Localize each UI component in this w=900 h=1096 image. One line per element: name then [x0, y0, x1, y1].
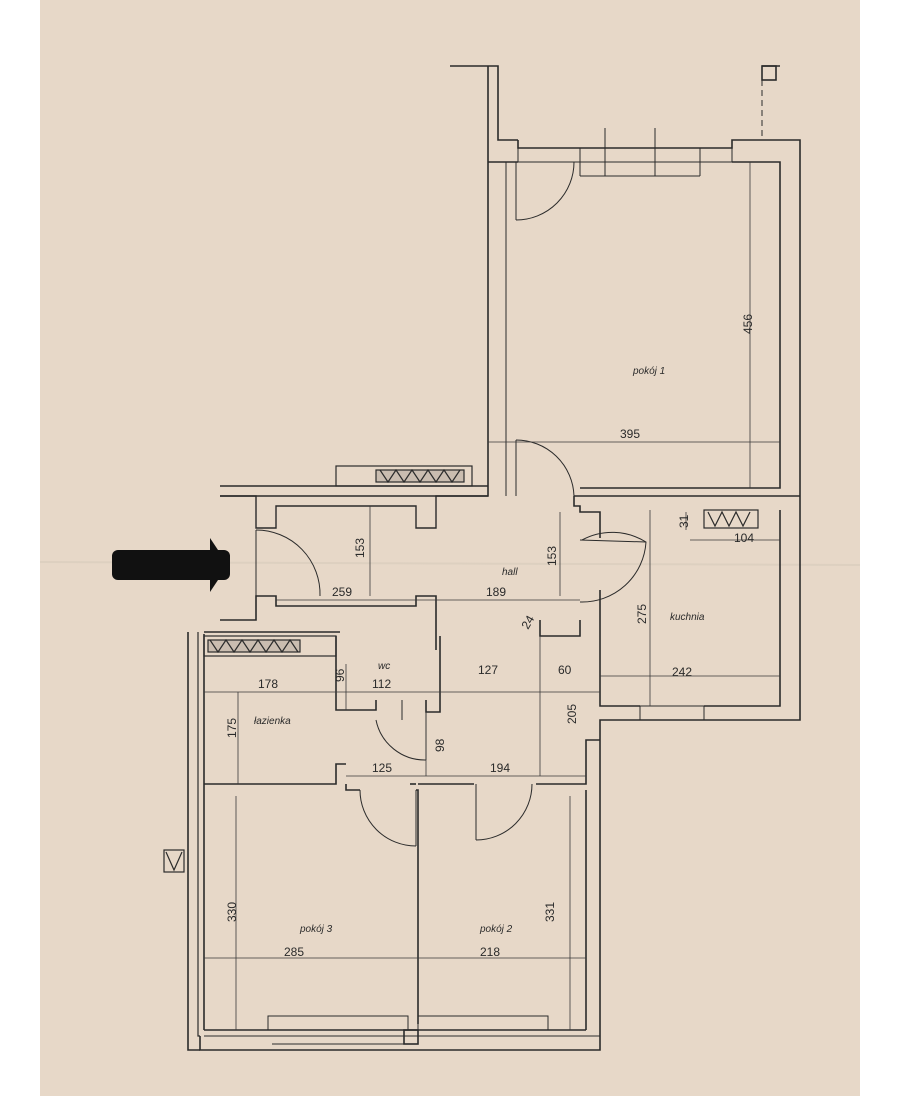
dim-205: 205: [565, 704, 579, 724]
dim-275: 275: [635, 604, 649, 624]
floor-plan-sheet: pokój 1 hall kuchnia wc łazienka pokój 3…: [40, 0, 860, 1096]
room-label-hall: hall: [502, 567, 518, 578]
room-label-wc: wc: [378, 661, 390, 672]
dim-218: 218: [480, 945, 500, 959]
dim-395: 395: [620, 427, 640, 441]
dim-104: 104: [734, 531, 754, 545]
room-label-lazienka: łazienka: [254, 716, 291, 727]
room-label-kuchnia: kuchnia: [670, 612, 705, 623]
room-label-pokoj1: pokój 1: [632, 366, 665, 377]
dim-153a: 153: [353, 538, 367, 558]
dim-125: 125: [372, 761, 392, 775]
room-labels: pokój 1 hall kuchnia wc łazienka pokój 3…: [254, 366, 705, 935]
dim-194: 194: [490, 761, 510, 775]
dim-153b: 153: [545, 546, 559, 566]
floor-plan: pokój 1 hall kuchnia wc łazienka pokój 3…: [40, 0, 860, 1096]
dim-98: 98: [433, 738, 447, 752]
dim-330: 330: [225, 902, 239, 922]
dim-285: 285: [284, 945, 304, 959]
dim-112: 112: [372, 677, 391, 691]
room-label-pokoj2: pokój 2: [479, 924, 513, 935]
room-label-pokoj3: pokój 3: [299, 924, 333, 935]
dim-178: 178: [258, 677, 278, 691]
ventilation-shafts: [163, 465, 759, 873]
dim-31: 31: [677, 514, 691, 528]
dim-60: 60: [558, 663, 572, 677]
dim-24: 24: [518, 613, 537, 632]
dim-127: 127: [478, 663, 498, 677]
dim-259: 259: [332, 585, 352, 599]
dim-96: 96: [333, 668, 347, 682]
dim-331: 331: [543, 902, 557, 922]
dim-456: 456: [741, 314, 755, 334]
dim-242: 242: [672, 665, 692, 679]
dim-175: 175: [225, 718, 239, 738]
dimension-labels: 456 395 31 104 153 153 259 189 275 242 2…: [225, 314, 755, 959]
dim-189: 189: [486, 585, 506, 599]
paper-background: [40, 0, 860, 1096]
entrance-arrow-icon: [112, 538, 230, 592]
dimension-lines: [204, 162, 780, 1030]
doors: [255, 161, 647, 847]
